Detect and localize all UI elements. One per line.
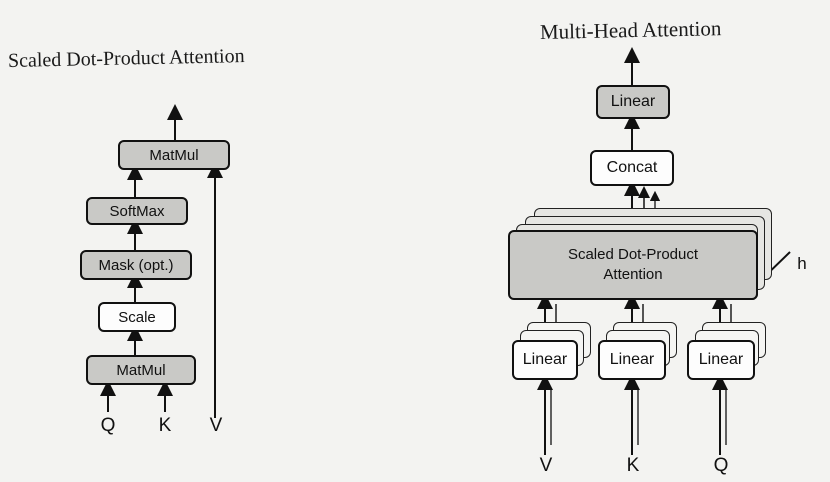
- linear-q-box: Linear: [687, 340, 755, 380]
- softmax-box: SoftMax: [86, 197, 188, 225]
- matmul-top-box: MatMul: [118, 140, 230, 170]
- input-v-left: V: [209, 415, 223, 436]
- input-v-right: V: [539, 455, 553, 476]
- sdpa-box: Scaled Dot-Product Attention: [508, 230, 758, 300]
- input-k-right: K: [626, 455, 640, 476]
- matmul-bottom-box: MatMul: [86, 355, 196, 385]
- linear-v-box: Linear: [512, 340, 578, 380]
- heads-label: h: [797, 254, 807, 273]
- concat-box: Concat: [590, 150, 674, 186]
- input-k-left: K: [158, 415, 172, 436]
- scale-box: Scale: [98, 302, 176, 332]
- input-q-right: Q: [713, 455, 729, 476]
- mask-box: Mask (opt.): [80, 250, 192, 280]
- linear-top-box: Linear: [596, 85, 670, 119]
- linear-k-box: Linear: [598, 340, 666, 380]
- input-q-left: Q: [100, 415, 116, 436]
